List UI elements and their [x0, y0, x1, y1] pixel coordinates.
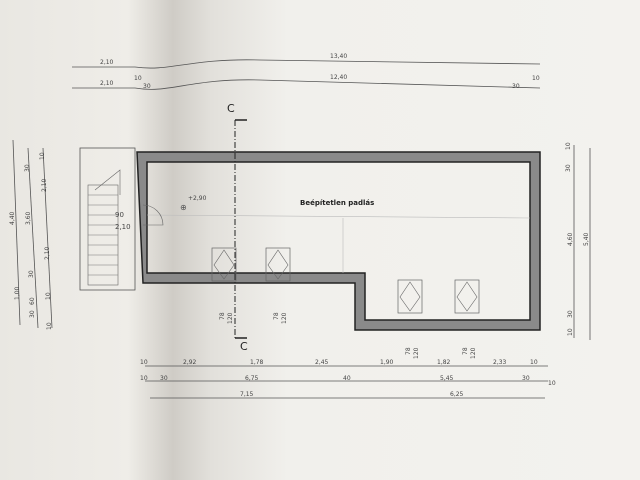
- dim-text: 10: [565, 142, 572, 150]
- dim-text: 2,10: [44, 246, 51, 260]
- dim-text: 1,00: [14, 286, 21, 300]
- dim-text: 10: [45, 292, 52, 300]
- dim-text: 10: [567, 328, 574, 336]
- staircase: 90 2,10: [79, 147, 164, 291]
- dim-text: 6,75: [245, 375, 259, 382]
- stair-width: 90: [115, 211, 124, 219]
- dim-text: 6,25: [450, 391, 464, 398]
- section-line: C C: [227, 102, 248, 353]
- dim-text: 4,40: [9, 211, 16, 225]
- roof-window: 78 120: [454, 279, 480, 359]
- section-label: C: [227, 102, 235, 115]
- dim-text: 1,78: [250, 359, 264, 366]
- dim-text: 10: [140, 375, 148, 382]
- dim-text: 2,33: [493, 359, 507, 366]
- dim-text: 12,40: [330, 74, 347, 81]
- dim-text: 120: [281, 312, 288, 324]
- room-name: Beépítetlen padlás: [300, 199, 374, 207]
- dim-text: 30: [29, 310, 36, 318]
- roof-windows: 78 120 78 120 78 120 78 120: [211, 247, 480, 359]
- dim-text: 30: [28, 270, 35, 278]
- dim-text: 1,82: [437, 359, 451, 366]
- dim-text: 2,10: [100, 59, 114, 66]
- dim-text: 10: [140, 359, 148, 366]
- dim-text: 30: [160, 375, 168, 382]
- top-dimensions: 2,10 13,40 2,10 10 30 12,40 30 10: [72, 53, 541, 90]
- dim-text: 30: [567, 310, 574, 318]
- dim-text: 7,15: [240, 391, 254, 398]
- dim-text: 78: [405, 347, 412, 355]
- dim-text: 120: [470, 347, 477, 359]
- dim-text: 60: [29, 297, 36, 305]
- dim-text: 30: [143, 83, 151, 90]
- roof-window: 78 120: [397, 279, 423, 359]
- dim-text: 78: [462, 347, 469, 355]
- dim-text: 120: [413, 347, 420, 359]
- dim-text: 78: [219, 312, 226, 320]
- roof-window: 78 120: [211, 247, 237, 324]
- dim-text: 30: [512, 83, 520, 90]
- section-label: C: [240, 340, 248, 353]
- dim-text: 10: [532, 75, 540, 82]
- dim-text: 2,45: [315, 359, 329, 366]
- dim-text: 10: [548, 380, 556, 387]
- roof-window: 78 120: [265, 247, 291, 324]
- dim-text: 2,92: [183, 359, 197, 366]
- dim-text: 5,40: [583, 232, 590, 246]
- dim-text: 1,90: [380, 359, 394, 366]
- dim-text: 13,40: [330, 53, 347, 60]
- dim-text: 40: [343, 375, 351, 382]
- exterior-wall: [136, 151, 541, 331]
- bottom-dimensions: 10 2,92 1,78 2,45 1,90 1,82 2,33 10 10 3…: [140, 359, 556, 399]
- ridge-line: [146, 214, 531, 219]
- stair-height: 2,10: [115, 223, 131, 231]
- dim-text: 10: [39, 152, 46, 160]
- dim-text: 10: [134, 75, 142, 82]
- dim-text: 2,10: [100, 80, 114, 87]
- level-marker-icon: ⊕: [180, 203, 187, 212]
- level-value: +2,90: [188, 195, 207, 202]
- dim-text: 30: [565, 164, 572, 172]
- door-swing: [142, 204, 164, 226]
- dim-text: 4,60: [567, 232, 574, 246]
- dim-text: 30: [522, 375, 530, 382]
- dim-text: 3,60: [25, 211, 32, 225]
- dim-text: 78: [273, 312, 280, 320]
- left-dimensions: 4,40 1,00 30 3,60 30 60 30 10 2,10 2,10 …: [9, 139, 53, 330]
- dim-text: 10: [530, 359, 538, 366]
- dim-text: 120: [227, 312, 234, 324]
- dim-text: 5,45: [440, 375, 454, 382]
- dim-text: 10: [46, 322, 53, 330]
- dim-text: 2,10: [41, 178, 48, 192]
- right-dimensions: 10 30 4,60 30 10 5,40: [565, 142, 591, 340]
- dim-text: 30: [24, 164, 31, 172]
